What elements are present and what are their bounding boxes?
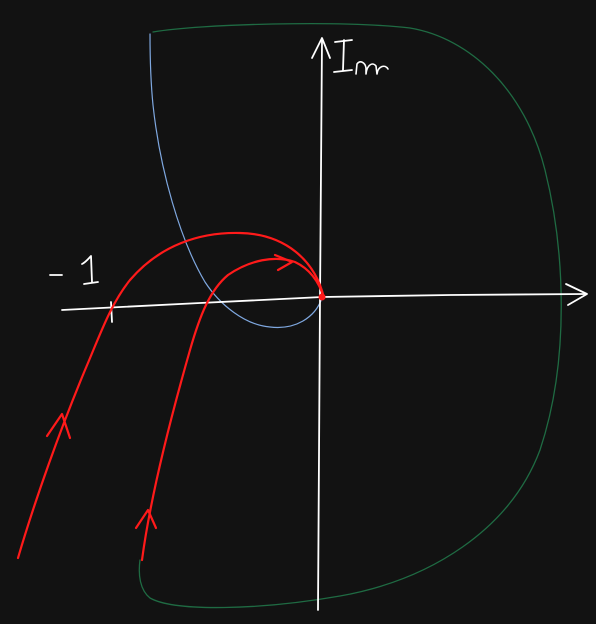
blue-curve <box>149 33 323 329</box>
imag-axis <box>317 39 323 611</box>
imag-axis-label-sketch <box>333 39 389 75</box>
nyquist-curve-outer-arrow <box>45 412 72 440</box>
nyquist-curve-inner <box>140 257 326 562</box>
nyquist-curve-outer <box>16 231 326 560</box>
green-d-contour <box>138 23 562 609</box>
origin-point <box>318 293 326 301</box>
nyquist-curve-inner-top-arrow <box>273 253 294 272</box>
imag-axis-arrowhead <box>311 37 331 59</box>
imag-axis-label: Im <box>360 59 361 61</box>
minus-one-tick <box>110 301 113 323</box>
minus-one-label: -1 <box>70 279 71 281</box>
real-axis-arrowhead <box>565 283 588 306</box>
minus-one-label-sketch <box>49 255 99 285</box>
nyquist-curve-inner-arrow <box>134 508 158 530</box>
